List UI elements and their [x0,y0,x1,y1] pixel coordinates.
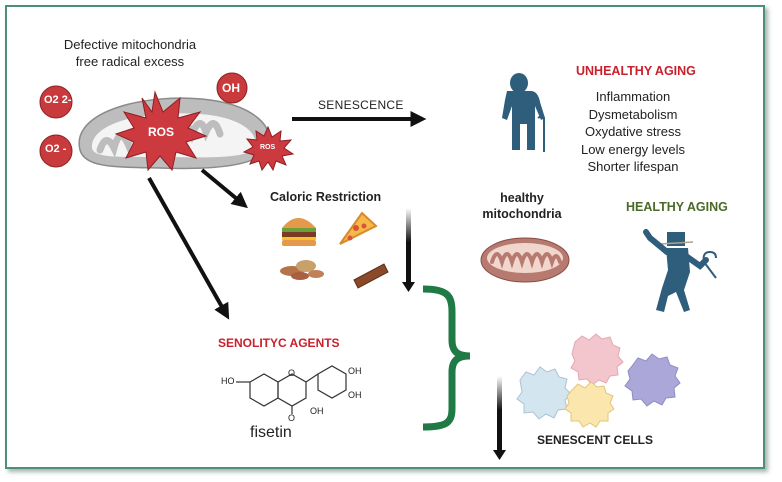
unhealthy-item: Shorter lifespan [587,159,679,174]
hydroxyl-label: OH [222,81,240,95]
senescent-cell-purple [624,353,681,407]
senescent-cells-label: SENESCENT CELLS [537,433,654,447]
fisetin-group-oh-ring: OH [310,406,324,416]
unhealthy-item: Low energy levels [580,141,686,157]
caloric-restriction-down-arrow [402,208,415,292]
burger-icon [282,218,316,246]
ros-burst-small-icon [242,125,295,172]
title-line-2: free radical excess [75,54,185,69]
healthy-mito-line-1: healthy [500,191,544,205]
fisetin-group-oh-right: OH [348,390,362,400]
unhealthy-aging-list: Inflammation Dysmetabolism Oxydative str… [572,88,694,176]
healthy-mitochondria-label: healthy mitochondria [482,190,562,222]
ros-small-label: ROS [260,144,276,151]
healthy-mitochondrion-icon [480,237,570,283]
senescence-label: SENESCENCE [318,98,404,112]
fisetin-group-ho: HO [221,376,235,386]
superoxide-icon [39,134,73,168]
fisetin-group-o-keto: O [288,413,296,423]
fisetin-group-oh-top: OH [348,366,362,376]
fisetin-structure-icon [236,365,347,414]
senescent-cell-pink [570,333,624,386]
arrow-to-caloric-restriction [200,168,248,209]
senescent-cell-blue [516,366,572,420]
chocolate-bar-icon [353,263,389,289]
elderly-person-icon [502,73,545,152]
ros-burst-main-icon [114,90,208,172]
senolytic-agents-label: SENOLITYC AGENTS [218,336,340,350]
unhealthy-item: Inflammation [595,89,671,104]
nuts-icon [280,260,324,280]
caloric-restriction-label: Caloric Restriction [270,190,382,204]
healthy-aging-title: HEALTHY AGING [626,200,728,214]
ros-main-label: ROS [148,125,175,139]
hydroxyl-radical-icon [216,72,248,104]
arrow-to-senolytic-agents [147,177,230,320]
green-brace [422,285,471,431]
defective-mitochondria-title: Defective mitochondria free radical exce… [40,36,220,70]
healthy-person-icon [643,229,717,312]
fisetin-label: fisetin [250,424,292,441]
unhealthy-item: Dysmetabolism [588,106,678,122]
unhealthy-item: Oxydative stress [584,124,682,139]
senescent-cell-yellow [564,381,615,428]
pizza-slice-icon [339,211,378,245]
title-line-1: Defective mitochondria [63,37,197,52]
superoxide-label: O2 - [45,143,67,155]
unhealthy-aging-title: UNHEALTHY AGING [576,64,696,78]
superoxide-dianion-icon [39,85,73,119]
superoxide-dianion-label: O2 2- [44,94,72,106]
senescent-cells-down-arrow [493,376,506,460]
healthy-mito-line-2: mitochondria [482,207,562,221]
fisetin-group-o-ring: O [288,368,296,378]
